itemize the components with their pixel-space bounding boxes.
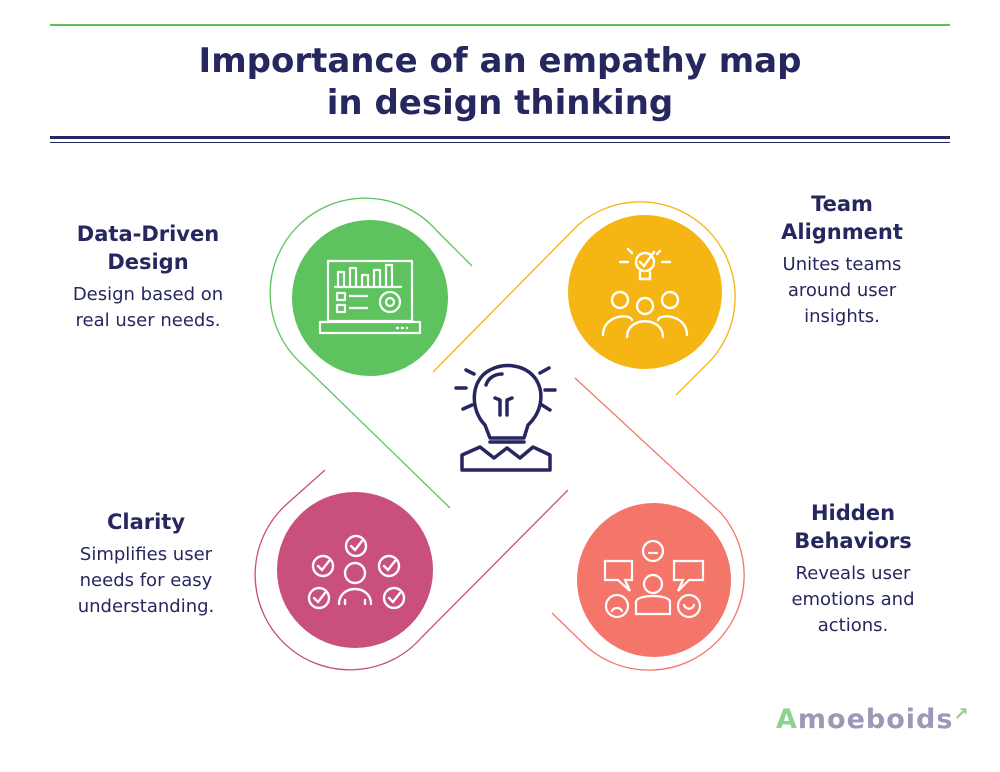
coral-outline	[551, 377, 745, 671]
amoeboids-logo: Amoeboids↗	[776, 704, 970, 735]
team-idea-icon	[601, 247, 689, 339]
title-rule	[50, 136, 950, 139]
page-title: Importance of an empathy map in design t…	[0, 40, 1000, 124]
top-divider	[50, 24, 950, 26]
green-circle	[292, 220, 448, 376]
person-checkmarks-icon	[307, 534, 406, 610]
yellow-circle	[568, 215, 722, 369]
title-line-1: Importance of an empathy map	[198, 41, 802, 81]
coral-circle	[577, 503, 731, 657]
lightbulb-head-icon	[454, 363, 557, 472]
person-emotions-icon	[603, 539, 705, 619]
pink-circle	[277, 492, 433, 648]
pink-outline	[254, 469, 569, 671]
title-line-2: in design thinking	[326, 83, 674, 123]
yellow-outline	[432, 201, 736, 396]
item-title: Clarity	[106, 510, 186, 534]
green-outline	[269, 197, 473, 509]
title-rule-thin	[50, 142, 950, 143]
laptop-chart-gear-icon	[318, 259, 422, 335]
